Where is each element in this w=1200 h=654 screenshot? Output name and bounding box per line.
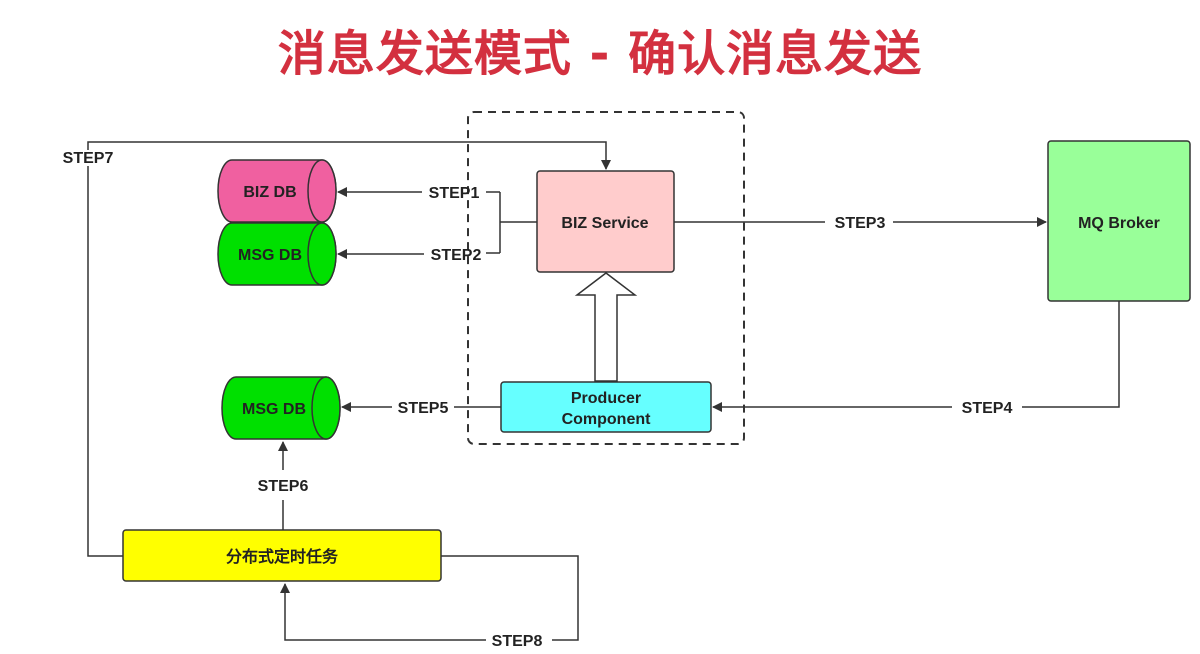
step3-label: STEP3: [835, 215, 886, 232]
producer-component-box[interactable]: Producer Component: [500, 381, 712, 433]
scheduler-box[interactable]: 分布式定时任务: [122, 529, 442, 582]
step1-step2-connector: [337, 187, 537, 259]
biz-db-label: BIZ DB: [243, 184, 296, 201]
msg-db-top-cylinder[interactable]: MSG DB: [217, 222, 337, 286]
service-boundary: [467, 111, 745, 445]
biz-service-box[interactable]: BIZ Service: [536, 170, 675, 273]
step4-label: STEP4: [962, 400, 1013, 417]
producer-to-service-arrow: [574, 272, 638, 382]
biz-service-label: BIZ Service: [561, 215, 648, 232]
scheduler-label: 分布式定时任务: [226, 547, 339, 566]
mq-broker-label: MQ Broker: [1078, 215, 1160, 232]
step2-label: STEP2: [431, 247, 482, 264]
step5-label: STEP5: [398, 400, 449, 417]
step7-label: STEP7: [63, 150, 114, 167]
step8-label: STEP8: [492, 633, 543, 650]
producer-label-line2: Component: [562, 411, 652, 428]
step1-label: STEP1: [429, 185, 480, 202]
producer-label-line1: Producer: [571, 390, 641, 407]
mq-broker-box[interactable]: MQ Broker: [1047, 140, 1191, 302]
msg-db-bottom-cylinder[interactable]: MSG DB: [221, 376, 341, 440]
msg-db-top-label: MSG DB: [238, 247, 302, 264]
page-title: 消息发送模式 - 确认消息发送: [277, 26, 923, 82]
msg-db-bottom-label: MSG DB: [242, 401, 306, 418]
biz-db-cylinder[interactable]: BIZ DB: [217, 159, 337, 223]
step6-label: STEP6: [258, 478, 309, 495]
